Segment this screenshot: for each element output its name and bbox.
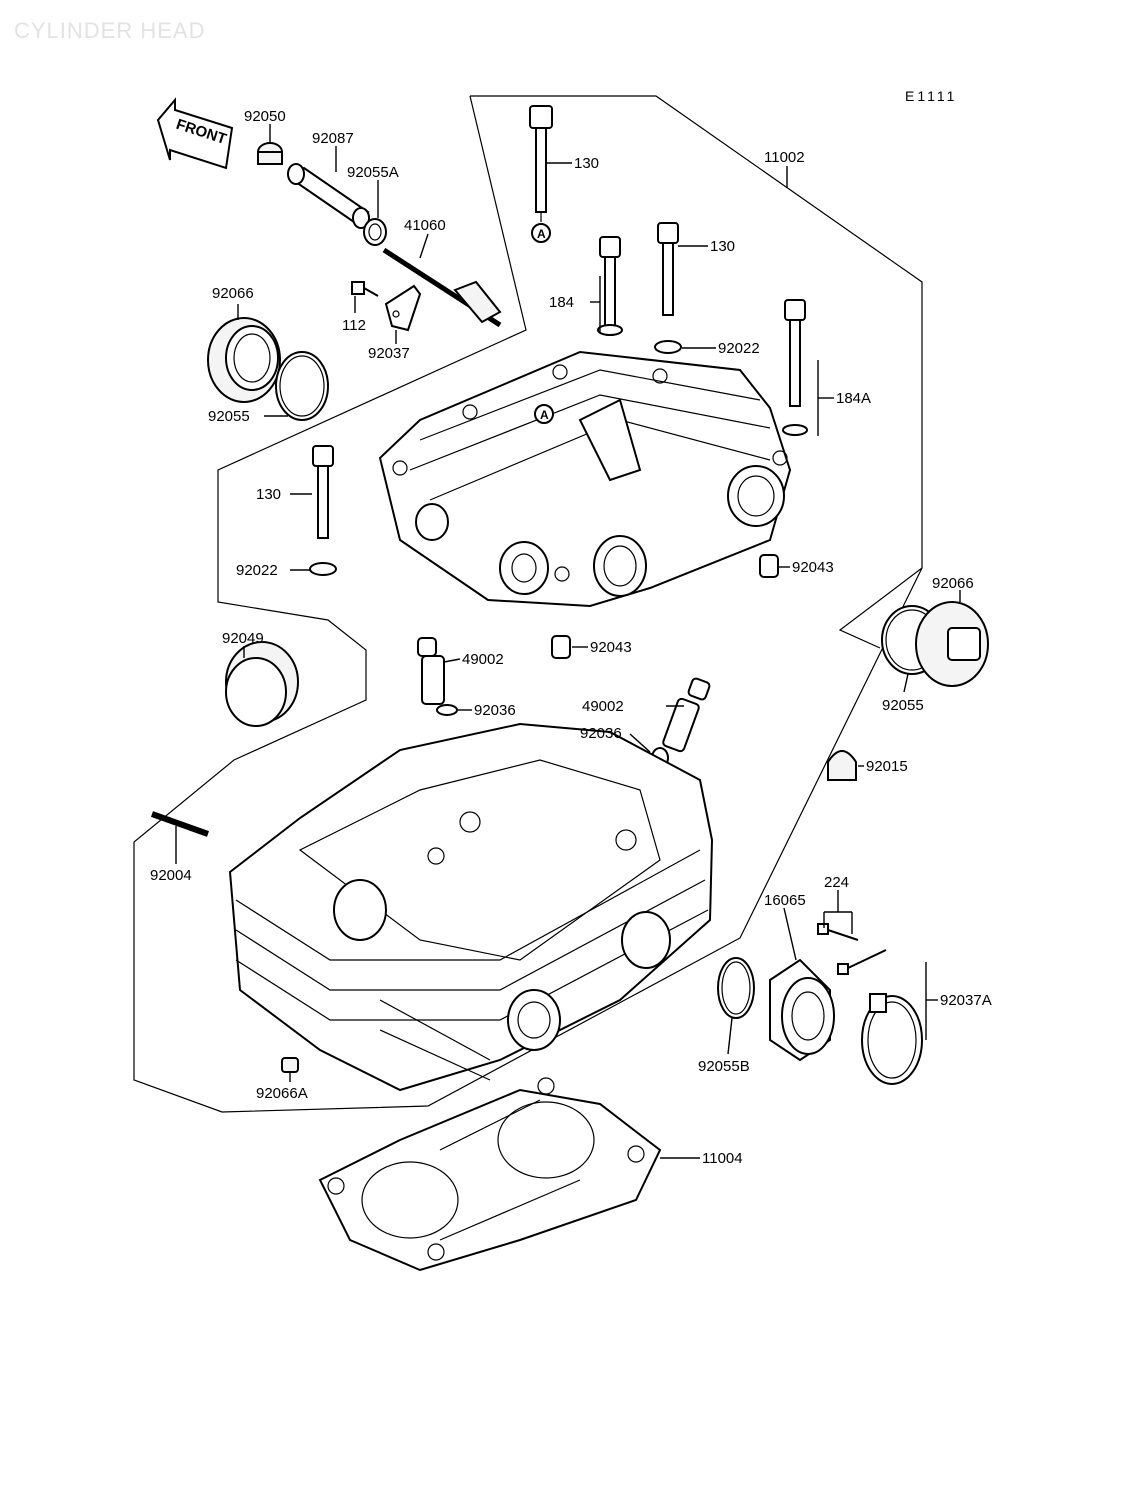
page-title: CYLINDER HEAD — [14, 18, 205, 43]
head-gasket-11004 — [318, 1077, 662, 1272]
bolt-184A — [782, 299, 808, 436]
part-label-92066-left: 92066 — [212, 285, 254, 302]
bolt-184 — [597, 236, 623, 336]
part-label-92055B: 92055B — [698, 1058, 750, 1075]
cap-92066-left — [207, 317, 281, 403]
part-label-92055-left: 92055 — [208, 408, 250, 425]
part-label-184A: 184A — [836, 390, 871, 407]
screw-224 — [817, 923, 859, 941]
cylinder-head-cover-11002: A — [378, 350, 792, 608]
gasket-ring-92055-left — [275, 351, 329, 421]
plug-92049 — [225, 641, 299, 727]
part-label-130-left: 130 — [256, 486, 281, 503]
part-label-92036-left: 92036 — [474, 702, 516, 719]
cylinder-head-block — [228, 722, 714, 1092]
acorn-nut-92015 — [827, 750, 857, 781]
part-label-92015: 92015 — [866, 758, 908, 775]
shaft-41060 — [382, 247, 502, 328]
part-label-92043-right: 92043 — [792, 559, 834, 576]
part-label-92055-right: 92055 — [882, 697, 924, 714]
valve-guide-49002-left — [417, 637, 445, 705]
part-label-49002-right: 49002 — [582, 698, 624, 715]
part-label-49002-left: 49002 — [462, 651, 504, 668]
part-label-92022-left: 92022 — [236, 562, 278, 579]
part-label-92087: 92087 — [312, 130, 354, 147]
front-arrow-icon: FRONT — [156, 97, 234, 170]
part-label-112: 112 — [342, 317, 366, 334]
part-label-11002: 11002 — [764, 149, 805, 166]
bolt-130-mid — [654, 222, 682, 354]
part-label-92037: 92037 — [368, 345, 410, 362]
o-ring-92055A — [363, 218, 387, 246]
part-label-184: 184 — [549, 294, 574, 311]
tube-92087 — [287, 163, 370, 229]
stud-92004 — [150, 811, 210, 837]
part-label-92049: 92049 — [222, 630, 264, 647]
leader-lines — [175, 124, 961, 1159]
clamp-92037A — [861, 993, 923, 1085]
callout-marker: A — [537, 227, 546, 241]
part-label-130-mid: 130 — [710, 238, 735, 255]
part-label-11004: 11004 — [702, 1150, 743, 1167]
part-label-16065: 16065 — [764, 892, 806, 909]
group-outlines — [133, 95, 923, 1113]
callout-marker-cover: A — [540, 408, 549, 422]
dowel-92043-bottom — [551, 635, 571, 659]
cap-92066-right — [915, 601, 989, 687]
dowel-92043-right — [759, 554, 779, 578]
part-label-92055A: 92055A — [347, 164, 399, 181]
part-label-92066A: 92066A — [256, 1085, 308, 1102]
part-label-92004: 92004 — [150, 867, 192, 884]
part-label-41060: 41060 — [404, 217, 446, 234]
diagram-code: E1111 — [905, 88, 957, 104]
valve-guide-49002-right — [662, 677, 711, 753]
o-ring-92055B — [717, 957, 755, 1019]
bolt-130-top: A — [529, 105, 553, 243]
intake-holder-16065 — [769, 958, 835, 1062]
breather-fitting-92050 — [257, 142, 283, 165]
part-label-92066-right: 92066 — [932, 575, 974, 592]
part-label-130-top: 130 — [574, 155, 599, 172]
screw-92037A — [837, 949, 887, 975]
bolt-112 — [351, 281, 379, 297]
bolt-130-left — [309, 445, 337, 576]
part-label-224: 224 — [824, 874, 849, 891]
plug-92066A — [281, 1057, 299, 1073]
part-label-92050: 92050 — [244, 108, 286, 125]
part-labels: 92050 92087 92055A 41060 130 11002 92066… — [150, 108, 992, 1167]
part-label-92043-bottom: 92043 — [590, 639, 632, 656]
clip-92036-left — [436, 704, 458, 716]
part-label-92037A: 92037A — [940, 992, 992, 1009]
part-label-92036-right: 92036 — [580, 725, 622, 742]
bracket-92037 — [384, 284, 422, 332]
part-label-92022-right: 92022 — [718, 340, 760, 357]
